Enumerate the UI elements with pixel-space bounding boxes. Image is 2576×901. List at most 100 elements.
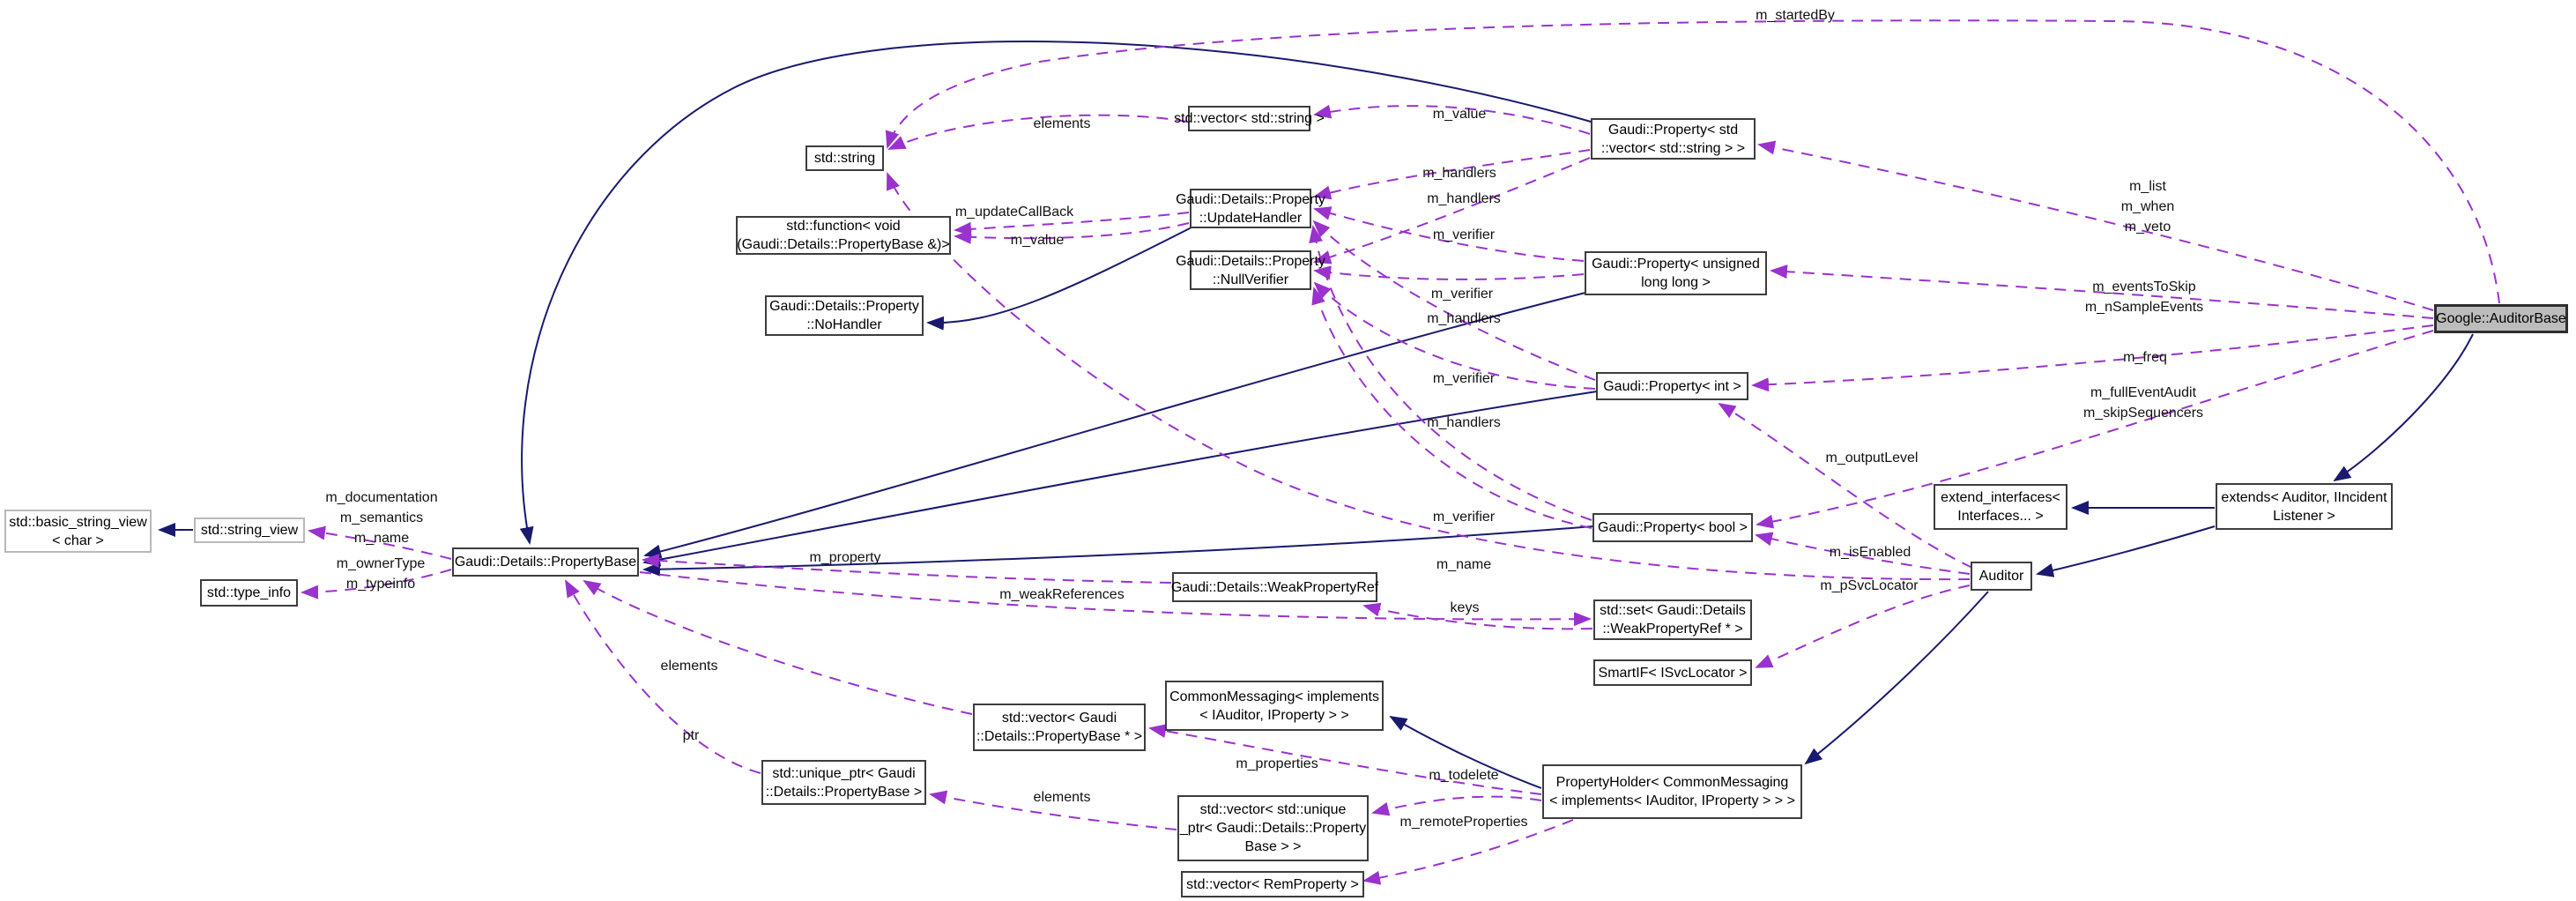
node-std-type-info[interactable]: std::type_info (200, 579, 298, 607)
node-std-string-view[interactable]: std::string_view (194, 518, 305, 543)
node-label-line: ::Details::PropertyBase * > (976, 729, 1143, 744)
edge-label-line: m_semantics (339, 510, 424, 525)
node-label-line: ::WeakPropertyRef * > (1602, 622, 1743, 637)
edge-label-usage-m-weakreferences: m_weakReferences (999, 585, 1124, 605)
inherit-propertyholder-to-commonmessaging (1389, 715, 1542, 789)
edge-label-line: m_verifier (1432, 371, 1496, 386)
node-std-vector-propertybase-ptr[interactable]: std::vector< Gaudi::Details::PropertyBas… (973, 704, 1146, 751)
node-label-line: Gaudi::Details::WeakPropertyRef (1170, 579, 1379, 595)
edge-label-usage-elements-vecstring-to-string: elements (1034, 114, 1091, 134)
usage-m-value-function (954, 222, 1190, 244)
edge-label-usage-m-value-function: m_value (1011, 230, 1064, 250)
edge-label-usage-m-verifier-propvec: m_verifier (1433, 225, 1495, 245)
node-gaudi-property-int[interactable]: Gaudi::Property< int > (1596, 372, 1748, 400)
usage-m-properties (1148, 724, 1542, 795)
node-std-vector-std-string[interactable]: std::vector< std::string > (1174, 106, 1325, 131)
edge-label-line: m_handlers (1427, 311, 1501, 326)
usage-m-startedby (885, 19, 2500, 304)
edge-label-line: m_name (353, 531, 410, 546)
node-smartif-isvclocator[interactable]: SmartIF< ISvcLocator > (1593, 659, 1752, 686)
node-label-line: Gaudi::Property< int > (1603, 378, 1741, 394)
node-std-unique-ptr-propertybase[interactable]: std::unique_ptr< Gaudi::Details::Propert… (761, 760, 926, 805)
edge-label-line: m_todelete (1429, 768, 1499, 783)
node-label-line: Gaudi::Property< unsigned (1592, 257, 1760, 272)
node-label-line: std::vector< std::unique (1199, 802, 1347, 817)
usage-m-handlers-propbool (1309, 225, 1592, 521)
node-commonmessaging[interactable]: CommonMessaging< implements< IAuditor, I… (1165, 681, 1384, 731)
edge-label-line: m_updateCallBack (954, 205, 1074, 220)
node-std-string[interactable]: std::string (805, 145, 884, 171)
edge-label-usage-m-handlers-propull: m_handlers (1427, 189, 1501, 209)
node-propertyholder[interactable]: PropertyHolder< CommonMessaging< impleme… (1542, 764, 1802, 819)
node-label-line: PropertyHolder< CommonMessaging (1555, 775, 1789, 790)
edge-label-line: m_value (1010, 233, 1065, 248)
edge-label-usage-m-updatecallback: m_updateCallBack (955, 202, 1073, 222)
node-gaudi-details-property-updatehandler[interactable]: Gaudi::Details::Property::UpdateHandler (1176, 189, 1325, 228)
node-label-line: std::string_view (200, 523, 299, 538)
edge-label-line: m_handlers (1427, 191, 1501, 206)
edge-label-line: m_outputLevel (1825, 450, 1919, 465)
node-label-line: ::Details::PropertyBase > (765, 784, 923, 800)
edge-label-usage-m-todelete: m_todelete (1429, 765, 1498, 786)
edge-label-line: m_pSvcLocator (1820, 578, 1919, 593)
node-google-auditorbase: Google::AuditorBase (2434, 304, 2568, 333)
node-label-line: (Gaudi::Details::PropertyBase &)> (737, 237, 950, 252)
edge-label-usage-m-remoteproperties: m_remoteProperties (1400, 812, 1528, 832)
node-label-line: ::vector< std::string > > (1600, 140, 1746, 156)
edge-label-line: elements (1033, 116, 1091, 131)
node-gaudi-details-property-nullverifier[interactable]: Gaudi::Details::Property::NullVerifier (1176, 250, 1325, 290)
node-std-set-weakpropertyref[interactable]: std::set< Gaudi::Details::WeakPropertyRe… (1593, 599, 1752, 640)
edge-label-line: m_skipSequencers (2082, 406, 2204, 421)
usage-m-verifier-propbool (1311, 287, 1592, 529)
edge-label-line: keys (1450, 600, 1480, 615)
node-label-line: Listener > (2273, 508, 2335, 524)
edge-label-usage-m-name: m_name (1436, 555, 1491, 575)
usage-m-fulleventaudit (1756, 330, 2434, 529)
node-label-line: Interfaces... > (1957, 509, 2044, 524)
usage-elements-vecunique (929, 790, 1177, 830)
inherit-auditor-to-propertyholder (1804, 591, 1989, 765)
edge-label-usage-m-verifier-propbool: m_verifier (1433, 507, 1495, 527)
node-std-basic-string-view-char[interactable]: std::basic_string_view< char > (4, 510, 152, 553)
usage-m-verifier-propvec (1313, 157, 1591, 264)
node-label-line: Gaudi::Property< bool > (1598, 520, 1748, 535)
node-auditor[interactable]: Auditor (1971, 562, 2032, 591)
usage-m-todelete (1371, 795, 1542, 816)
node-label-line: < IAuditor, IProperty > > (1199, 707, 1349, 723)
node-label-line: std::unique_ptr< Gaudi (772, 765, 916, 781)
node-gaudi-property-bool[interactable]: Gaudi::Property< bool > (1592, 513, 1753, 542)
edge-label-line: m_name (1436, 557, 1492, 572)
edge-label-usage-m-isenabled: m_isEnabled (1830, 542, 1912, 562)
edge-label-line: m_value (1432, 107, 1487, 122)
edge-label-line: m_verifier (1430, 287, 1494, 302)
node-std-function-void-propertybase[interactable]: std::function< void(Gaudi::Details::Prop… (736, 216, 951, 255)
node-extend-interfaces[interactable]: extend_interfaces< Interfaces... > (1934, 484, 2067, 530)
node-std-vector-remproperty[interactable]: std::vector< RemProperty > (1181, 871, 1364, 897)
node-label-line: std::vector< Gaudi (1001, 711, 1117, 726)
usage-m-verifier-propint (1313, 281, 1596, 390)
node-label-line: < char > (52, 532, 104, 548)
usage-m-verifier-propull (1313, 265, 1585, 280)
edge-label-usage-m-outputlevel: m_outputLevel (1826, 448, 1919, 468)
node-gaudi-details-propertybase[interactable]: Gaudi::Details::PropertyBase (452, 547, 639, 577)
edge-label-usage-m-value-propvec: m_value (1433, 104, 1486, 124)
usage-m-handlers-propint (1312, 220, 1596, 381)
node-gaudi-property-vector-string[interactable]: Gaudi::Property< std::vector< std::strin… (1591, 118, 1756, 160)
edge-label-usage-m-verifier-propull: m_verifier (1431, 284, 1493, 304)
edge-label-line: m_freq (2123, 350, 2167, 365)
node-label-line: std::vector< std::string > (1174, 111, 1325, 126)
node-gaudi-details-weakpropertyref[interactable]: Gaudi::Details::WeakPropertyRef (1170, 572, 1379, 602)
node-label-line: std::vector< RemProperty > (1186, 876, 1359, 892)
node-label-line: extend_interfaces< (1941, 490, 2060, 505)
node-gaudi-details-property-nohandler[interactable]: Gaudi::Details::Property::NoHandler (765, 295, 924, 336)
node-std-vector-unique-ptr-propertybase[interactable]: std::vector< std::unique_ptr< Gaudi::Det… (1177, 795, 1369, 861)
